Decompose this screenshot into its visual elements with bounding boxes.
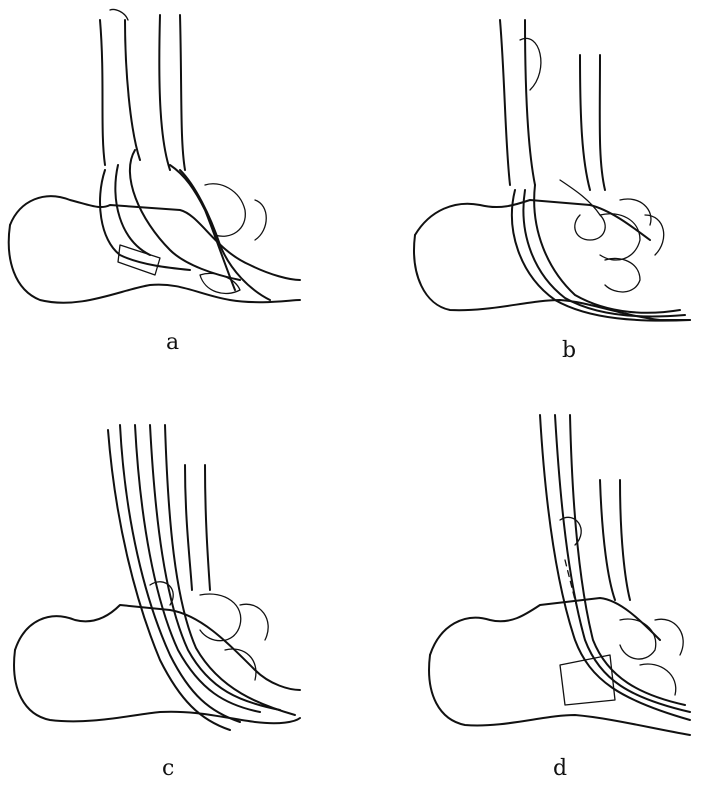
panel-label-c: c — [162, 756, 175, 781]
panel-b-drawing — [413, 19, 691, 322]
panel-c-drawing — [13, 424, 301, 731]
panel-label-a: a — [166, 330, 180, 355]
panel-label-d: d — [553, 756, 568, 781]
panel-a-drawing — [7, 8, 301, 304]
panel-d-drawing — [428, 414, 691, 736]
panel-label-b: b — [562, 338, 577, 363]
